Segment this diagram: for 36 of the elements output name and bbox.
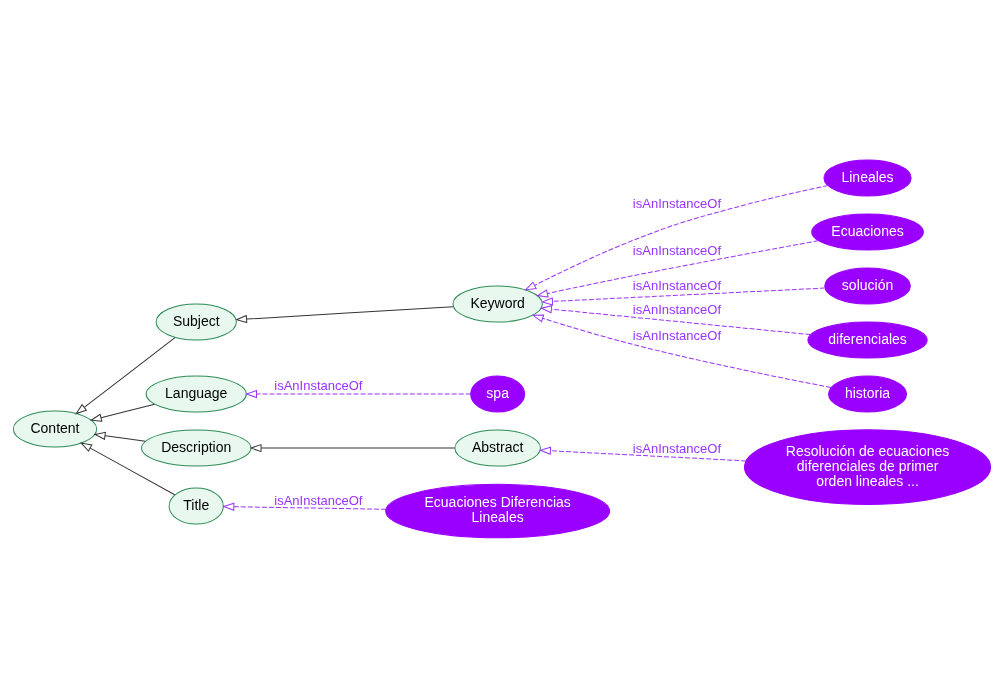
edge-label: isAnInstanceOf [632,195,721,211]
node-ellipse: Language [145,375,247,413]
arrow [532,313,831,388]
arrow [245,389,471,398]
node-ellipse: Title [168,487,224,525]
arrow [235,305,454,323]
arrow [222,502,386,511]
node-ellipse: Subject [155,303,237,341]
node-ellipse: diferenciales [806,321,928,359]
edge-label: isAnInstanceOf [632,301,721,317]
node-ellipse: historia [827,375,907,413]
edge-label: isAnInstanceOf [273,492,362,508]
node-ellipse: Ecuaciones Diferencias Lineales [384,483,610,538]
edge-label: isAnInstanceOf [632,277,721,293]
edge-label: isAnInstanceOf [632,242,721,258]
arrow [94,431,146,442]
node-ellipse: spa [469,375,525,413]
arrow [536,239,819,297]
arrow [541,287,825,305]
arrow [540,304,811,335]
node-ellipse: Lineales [822,159,912,196]
node-ellipse: Ecuaciones [810,213,924,251]
node-ellipse: Content [12,410,97,448]
arrow [80,442,175,495]
edge-label: isAnInstanceOf [273,377,362,393]
node-ellipse: Description [140,429,251,467]
arrow [75,336,175,414]
arrow [524,184,828,290]
arrow [250,443,455,452]
node-ellipse: solución [823,267,911,305]
arrow [539,446,747,461]
arrow [90,403,155,422]
node-ellipse: Resolución de ecuaciones diferenciales de primer orden lineales ... [743,428,991,505]
node-ellipse: Abstract [453,429,541,467]
edge-label: isAnInstanceOf [632,440,721,455]
edge-label: isAnInstanceOf [632,327,721,343]
